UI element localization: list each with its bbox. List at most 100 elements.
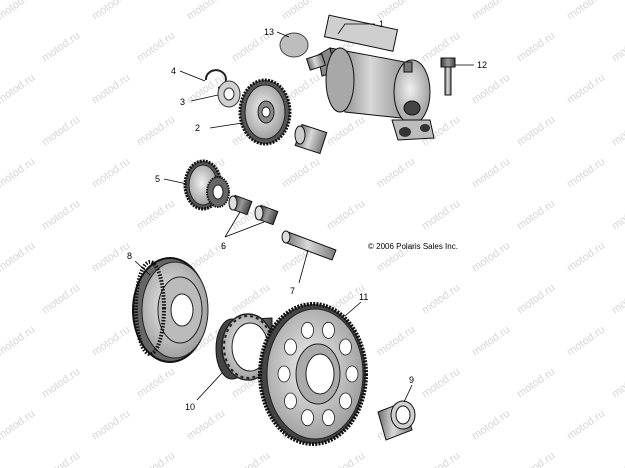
callout-6: 6 bbox=[221, 241, 226, 251]
watermark-text: motod.ru bbox=[565, 72, 607, 107]
gear-hole bbox=[339, 338, 352, 356]
gear-hole bbox=[284, 338, 297, 356]
watermark-text: motod.ru bbox=[420, 450, 462, 468]
watermark-text: motod.ru bbox=[515, 114, 557, 149]
watermark-text: motod.ru bbox=[40, 450, 82, 468]
watermark-text: motod.ru bbox=[280, 0, 322, 22]
gear-shaft bbox=[281, 230, 337, 261]
callout-1: 1 bbox=[379, 19, 384, 29]
watermark-text: motod.ru bbox=[325, 114, 367, 149]
watermark-text: motod.ru bbox=[280, 156, 322, 191]
watermark-text: motod.ru bbox=[90, 240, 132, 275]
watermark-text: motod.ru bbox=[565, 240, 607, 275]
watermark-text: motod.ru bbox=[565, 408, 607, 443]
gear-hole bbox=[322, 409, 335, 427]
watermark-text: motod.ru bbox=[90, 324, 132, 359]
watermark-text: motod.ru bbox=[420, 282, 462, 317]
bolt bbox=[440, 57, 456, 96]
watermark-text: motod.ru bbox=[470, 156, 512, 191]
watermark-text: motod.ru bbox=[40, 198, 82, 233]
callout-11: 11 bbox=[359, 292, 368, 302]
watermark-text: motod.ru bbox=[610, 450, 625, 468]
gear-hole bbox=[322, 321, 335, 339]
watermark-text: motod.ru bbox=[90, 72, 132, 107]
watermark-text: motod.ru bbox=[375, 324, 417, 359]
watermark-text: motod.ru bbox=[610, 282, 625, 317]
watermark-text: motod.ru bbox=[565, 324, 607, 359]
watermark-text: motod.ru bbox=[515, 30, 557, 65]
leader-lines bbox=[134, 23, 474, 403]
watermark-text: motod.ru bbox=[0, 156, 37, 191]
gear-hole bbox=[301, 409, 314, 427]
watermark-text: motod.ru bbox=[135, 366, 177, 401]
watermark-text: motod.ru bbox=[90, 0, 132, 22]
callout-12: 12 bbox=[477, 60, 487, 70]
watermark-text: motod.ru bbox=[40, 366, 82, 401]
callout-4: 4 bbox=[171, 66, 176, 76]
watermark-text: motod.ru bbox=[0, 72, 37, 107]
watermark-text: motod.ru bbox=[0, 240, 37, 275]
callout-7: 7 bbox=[290, 286, 295, 296]
watermark-text: motod.ru bbox=[185, 408, 227, 443]
watermark-text: motod.ru bbox=[90, 156, 132, 191]
watermark-text: motod.ru bbox=[135, 198, 177, 233]
callout-2: 2 bbox=[195, 123, 200, 133]
callout-9: 9 bbox=[409, 375, 414, 385]
watermark-text: motod.ru bbox=[610, 114, 625, 149]
watermark-text: motod.ru bbox=[610, 198, 625, 233]
callout-3: 3 bbox=[180, 97, 185, 107]
gear-hole bbox=[345, 365, 359, 383]
watermark-text: motod.ru bbox=[90, 408, 132, 443]
watermark-text: motod.ru bbox=[40, 282, 82, 317]
starter-driven-gear bbox=[258, 302, 368, 446]
bushing bbox=[377, 400, 416, 441]
watermark-text: motod.ru bbox=[515, 450, 557, 468]
watermark-text: motod.ru bbox=[515, 282, 557, 317]
gear-hole bbox=[277, 365, 291, 383]
watermark-text: motod.ru bbox=[470, 408, 512, 443]
watermark-text: motod.ru bbox=[470, 240, 512, 275]
callout-labels: 1 2 3 4 5 6 7 8 9 10 11 12 13 bbox=[127, 19, 487, 412]
callout-5: 5 bbox=[155, 174, 160, 184]
watermark-text: motod.ru bbox=[135, 30, 177, 65]
watermark-text: motod.ru bbox=[135, 114, 177, 149]
watermark-text: motod.ru bbox=[230, 282, 272, 317]
watermark-text: motod.ru bbox=[470, 0, 512, 22]
watermark-text: motod.ru bbox=[0, 408, 37, 443]
watermark-text: motod.ru bbox=[375, 156, 417, 191]
gear-hole bbox=[284, 392, 297, 410]
flywheel-hub bbox=[132, 257, 209, 363]
watermark-text: motod.ru bbox=[230, 450, 272, 468]
watermark-text: motod.ru bbox=[0, 324, 37, 359]
callout-10: 10 bbox=[185, 402, 195, 412]
watermark-text: motod.ru bbox=[135, 450, 177, 468]
watermark-text: motod.ru bbox=[40, 30, 82, 65]
watermark-text: motod.ru bbox=[515, 198, 557, 233]
watermark-text: motod.ru bbox=[565, 0, 607, 22]
watermark-text: motod.ru bbox=[40, 114, 82, 149]
copyright-notice: © 2006 Polaris Sales Inc. bbox=[368, 242, 458, 251]
gear-hole bbox=[339, 392, 352, 410]
watermark-text: motod.ru bbox=[515, 366, 557, 401]
gear-hole bbox=[301, 321, 314, 339]
watermark-text: motod.ru bbox=[325, 450, 367, 468]
watermark-text: motod.ru bbox=[565, 156, 607, 191]
starter-motor bbox=[305, 14, 435, 141]
watermark-text: motod.ru bbox=[0, 0, 37, 22]
callout-8: 8 bbox=[127, 251, 132, 261]
idler-gear bbox=[238, 78, 292, 146]
callout-13: 13 bbox=[264, 27, 274, 37]
watermark-text: motod.ru bbox=[470, 72, 512, 107]
watermark-text: motod.ru bbox=[610, 366, 625, 401]
washer bbox=[217, 80, 241, 108]
watermark-text: motod.ru bbox=[325, 198, 367, 233]
watermark-text: motod.ru bbox=[420, 366, 462, 401]
o-ring bbox=[279, 32, 309, 58]
watermark-text: motod.ru bbox=[185, 0, 227, 22]
needle-bearings bbox=[228, 194, 279, 226]
compound-gear bbox=[183, 159, 230, 211]
watermark-text: motod.ru bbox=[420, 198, 462, 233]
idler-shaft-bearing bbox=[294, 123, 328, 155]
watermark-text: motod.ru bbox=[470, 324, 512, 359]
